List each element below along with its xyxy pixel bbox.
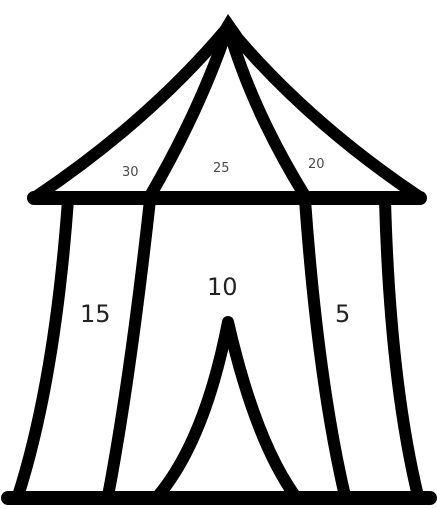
wall-inner-right: [305, 200, 345, 496]
roof-label-middle: 25: [213, 161, 230, 176]
wall-label-middle: 10: [207, 273, 238, 301]
tent-door: [158, 322, 295, 496]
wall-inner-left: [108, 200, 150, 496]
roof-seam-right: [228, 27, 305, 196]
wall-outer-left: [18, 200, 68, 496]
wall-label-right: 5: [335, 300, 350, 328]
roof-label-right: 20: [308, 157, 325, 172]
wall-outer-right: [385, 200, 418, 496]
wall-label-left: 15: [80, 300, 111, 328]
roof-peak: [216, 14, 242, 34]
tent-walls: [8, 200, 430, 498]
roof-label-left: 30: [122, 165, 139, 180]
